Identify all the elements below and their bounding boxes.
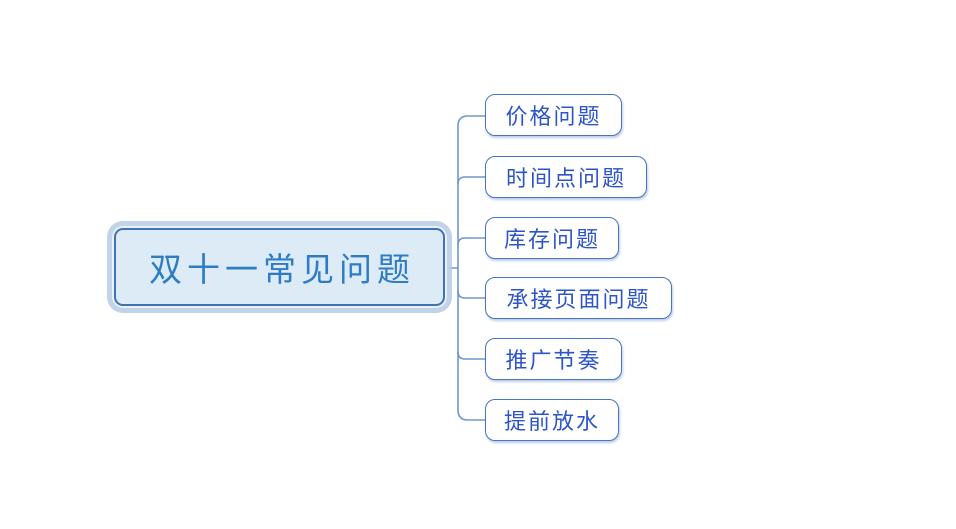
topic-label: 承接页面问题 bbox=[506, 288, 651, 313]
root-topic-node[interactable]: 双十一常见问题 bbox=[114, 228, 445, 306]
topic-label: 推广节奏 bbox=[505, 349, 602, 374]
topic-label: 时间点问题 bbox=[505, 167, 626, 192]
topic-label: 提前放水 bbox=[503, 410, 600, 435]
topic-label: 库存问题 bbox=[503, 228, 600, 253]
connector-spine bbox=[457, 115, 486, 421]
connector-branch-5 bbox=[457, 351, 486, 360]
topic-node-early-release[interactable]: 提前放水 bbox=[485, 399, 619, 441]
topic-node-price[interactable]: 价格问题 bbox=[485, 94, 622, 136]
topic-node-promotion-pace[interactable]: 推广节奏 bbox=[485, 338, 622, 380]
topic-node-timing[interactable]: 时间点问题 bbox=[485, 156, 647, 198]
connector-branch-4 bbox=[457, 290, 486, 299]
topic-node-landing-page[interactable]: 承接页面问题 bbox=[485, 277, 672, 319]
topic-label: 价格问题 bbox=[505, 105, 602, 130]
connector-branch-3 bbox=[457, 237, 486, 246]
connector-branch-2 bbox=[457, 176, 486, 185]
root-topic-label: 双十一常见问题 bbox=[149, 250, 415, 289]
topic-node-inventory[interactable]: 库存问题 bbox=[485, 217, 619, 259]
